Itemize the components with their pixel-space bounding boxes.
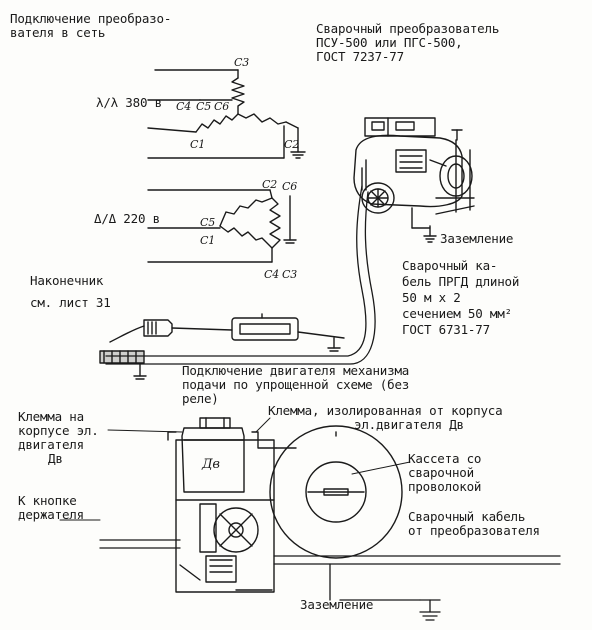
feed-mechanism: [167, 417, 277, 593]
terminal-label: С2: [284, 138, 300, 151]
terminal-label: С1: [200, 234, 216, 247]
electrode-holder: [99, 313, 345, 380]
bottom-cables: [99, 539, 561, 621]
terminal-label: С6: [214, 100, 230, 113]
welding-cable-description: Сварочный ка- бель ПРГД длиной 50 м х 2 …: [402, 258, 520, 337]
insulated-terminal-label: Клемма, изолированная от корпуса эл.двиг…: [268, 403, 503, 432]
power-connection-label: Подключение преобразо- вателя в сеть: [10, 11, 172, 40]
housing-terminal-label: Клемма на корпусе эл. двигателя Дв: [18, 409, 99, 466]
terminal-label: С5: [196, 100, 212, 113]
welding-cable: [105, 185, 376, 365]
lug-label: Наконечник см. лист 31: [30, 273, 111, 310]
cable-from-converter-label: Сварочный кабель от преобразователя: [408, 509, 540, 538]
terminal-label: С4: [176, 100, 192, 113]
converter-title: Сварочный преобразователь ПСУ-500 или ПГ…: [316, 21, 500, 64]
motor-label: Дв: [202, 457, 220, 472]
terminal-label: С1: [190, 138, 206, 151]
wye-voltage-label: λ/λ 380 в: [96, 95, 162, 110]
terminal-label: С4: [264, 268, 280, 281]
to-button-label: К кнопке держателя: [18, 493, 84, 522]
leader-lines: [59, 417, 411, 521]
delta-voltage-label: Δ/Δ 220 в: [94, 211, 160, 226]
welding-converter-drawing: [353, 117, 475, 243]
terminal-label: С2: [262, 178, 278, 191]
terminal-label: С6: [282, 180, 298, 193]
terminal-label: С5: [200, 216, 216, 229]
delta-winding: [147, 189, 297, 263]
terminal-label: С3: [282, 268, 298, 281]
wire-cassette: [269, 425, 403, 559]
cassette-label: Кассета со сварочной проволокой: [408, 451, 482, 494]
terminal-label: С3: [234, 56, 250, 69]
ground-label-bottom: Заземление: [300, 597, 374, 612]
ground-label-top: Заземление: [440, 231, 514, 246]
motor-connection-label: Подключение двигателя механизма подачи п…: [182, 363, 410, 406]
wye-winding: [147, 69, 306, 159]
